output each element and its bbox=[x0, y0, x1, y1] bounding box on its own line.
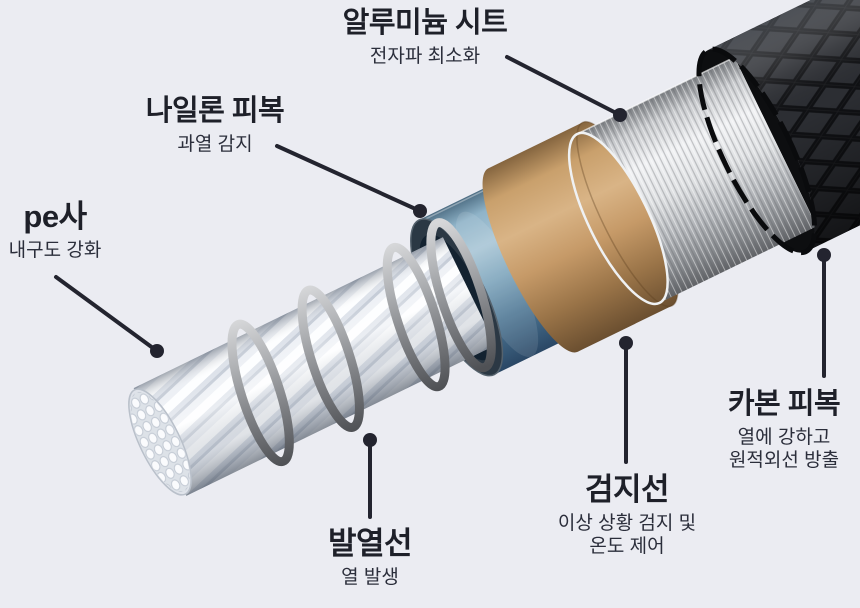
aluminum-sheet-title: 알루미늄 시트 bbox=[342, 7, 508, 39]
detection-leader-dot bbox=[619, 336, 633, 350]
aluminum-leader-line bbox=[505, 55, 622, 117]
aluminum-sheet-subtitle: 전자파 최소화 bbox=[369, 45, 481, 67]
detection-wire-ring bbox=[482, 120, 679, 353]
pe-leader-line bbox=[54, 275, 159, 353]
heating-wire-title: 발열선 bbox=[327, 526, 413, 561]
carbon-jacket-title: 카본 피복 bbox=[727, 388, 841, 420]
carbon-jacket-layer bbox=[696, 0, 860, 256]
carbon-leader-dot bbox=[817, 248, 831, 262]
nylon-leader-line bbox=[275, 144, 422, 213]
heating-wire-subtitle: 열 발생 bbox=[341, 567, 399, 589]
pe-core-label: pe사 내구도 강화 bbox=[2, 199, 108, 262]
carbon-jacket-label: 카본 피복 열에 강하고 원적외선 방출 bbox=[708, 388, 860, 472]
aluminum-leader-dot bbox=[613, 108, 627, 122]
detection-wire-subtitle-line2: 온도 제어 bbox=[589, 536, 665, 558]
aluminum-sheet-label: 알루미늄 시트 전자파 최소화 bbox=[295, 7, 555, 68]
aluminum-sheet-layer bbox=[567, 56, 817, 306]
heating-wire-label: 발열선 열 발생 bbox=[290, 526, 450, 589]
carbon-jacket-subtitle-line2: 원적외선 방출 bbox=[728, 449, 840, 471]
nylon-jacket-label: 나일론 피복 과열 감지 bbox=[115, 95, 315, 156]
carbon-jacket-subtitle-line1: 열에 강하고 bbox=[737, 426, 831, 448]
pe-core-title: pe사 bbox=[23, 199, 87, 234]
heating-leader-dot bbox=[363, 433, 377, 447]
heating-wire-coil bbox=[227, 218, 496, 467]
detection-wire-title: 검지선 bbox=[584, 472, 670, 507]
carbon-jacket-subtitle: 열에 강하고 원적외선 방출 bbox=[708, 426, 860, 472]
nylon-jacket-subtitle: 과열 감지 bbox=[177, 133, 253, 155]
detection-wire-subtitle-line1: 이상 상황 검지 및 bbox=[557, 513, 697, 535]
pe-core-subtitle: 내구도 강화 bbox=[8, 240, 102, 262]
nylon-leader-dot bbox=[413, 204, 427, 218]
pe-leader-dot bbox=[150, 344, 164, 358]
nylon-jacket-title: 나일론 피복 bbox=[145, 95, 285, 127]
detection-wire-label: 검지선 이상 상황 검지 및 온도 제어 bbox=[527, 472, 727, 558]
detection-wire-subtitle: 이상 상황 검지 및 온도 제어 bbox=[527, 512, 727, 558]
